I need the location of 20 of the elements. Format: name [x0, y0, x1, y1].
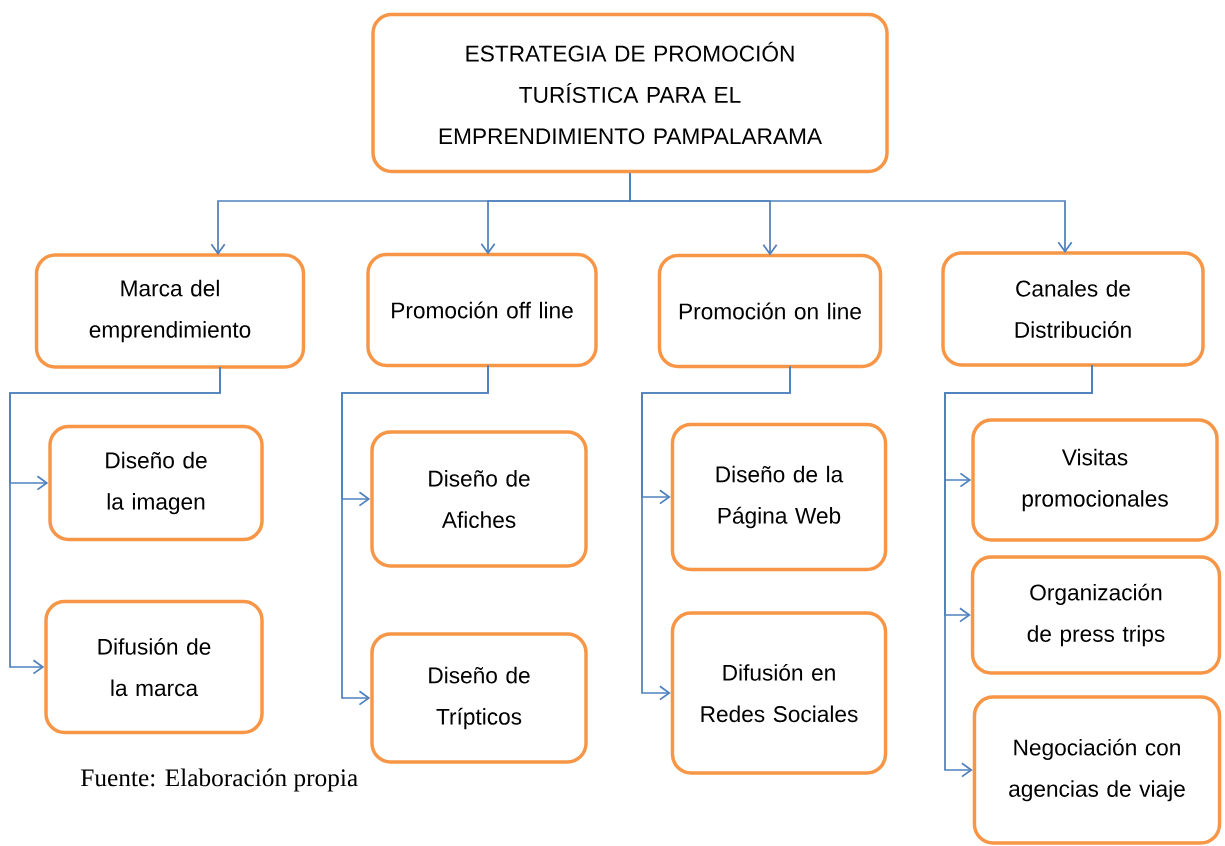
process-box: Difusión de la marca	[44, 599, 264, 735]
process-box: Marca del emprendimiento	[34, 253, 306, 369]
title-box: ESTRATEGIA DE PROMOCIÓN TURÍSTICA PARA EL EMPRENDIMIENTO PAMPALARAMA	[371, 12, 889, 174]
process-box: Diseño de la Página Web	[670, 422, 888, 572]
process-box: Promoción off line	[366, 252, 598, 368]
process-box: Promoción on line	[657, 253, 883, 369]
process-box: Diseño de Afiches	[370, 430, 588, 568]
caption: Fuente: Elaboración propia	[81, 768, 358, 792]
process-box: Negociación con agencias de viaje	[972, 695, 1222, 845]
process-box: Diseño de la imagen	[48, 424, 264, 542]
arrow	[944, 364, 1093, 778]
arrow	[641, 365, 791, 701]
process-box: Canales de Distribución	[941, 251, 1205, 367]
arrow	[629, 172, 1073, 253]
process-box: Diseño de Trípticos	[370, 632, 588, 764]
process-box: Organización de press trips	[970, 555, 1222, 675]
process-box: Difusión en Redes Sociales	[670, 611, 888, 775]
process-box: Visitas promocionales	[971, 418, 1219, 542]
arrow	[341, 364, 489, 706]
arrow	[9, 366, 221, 675]
